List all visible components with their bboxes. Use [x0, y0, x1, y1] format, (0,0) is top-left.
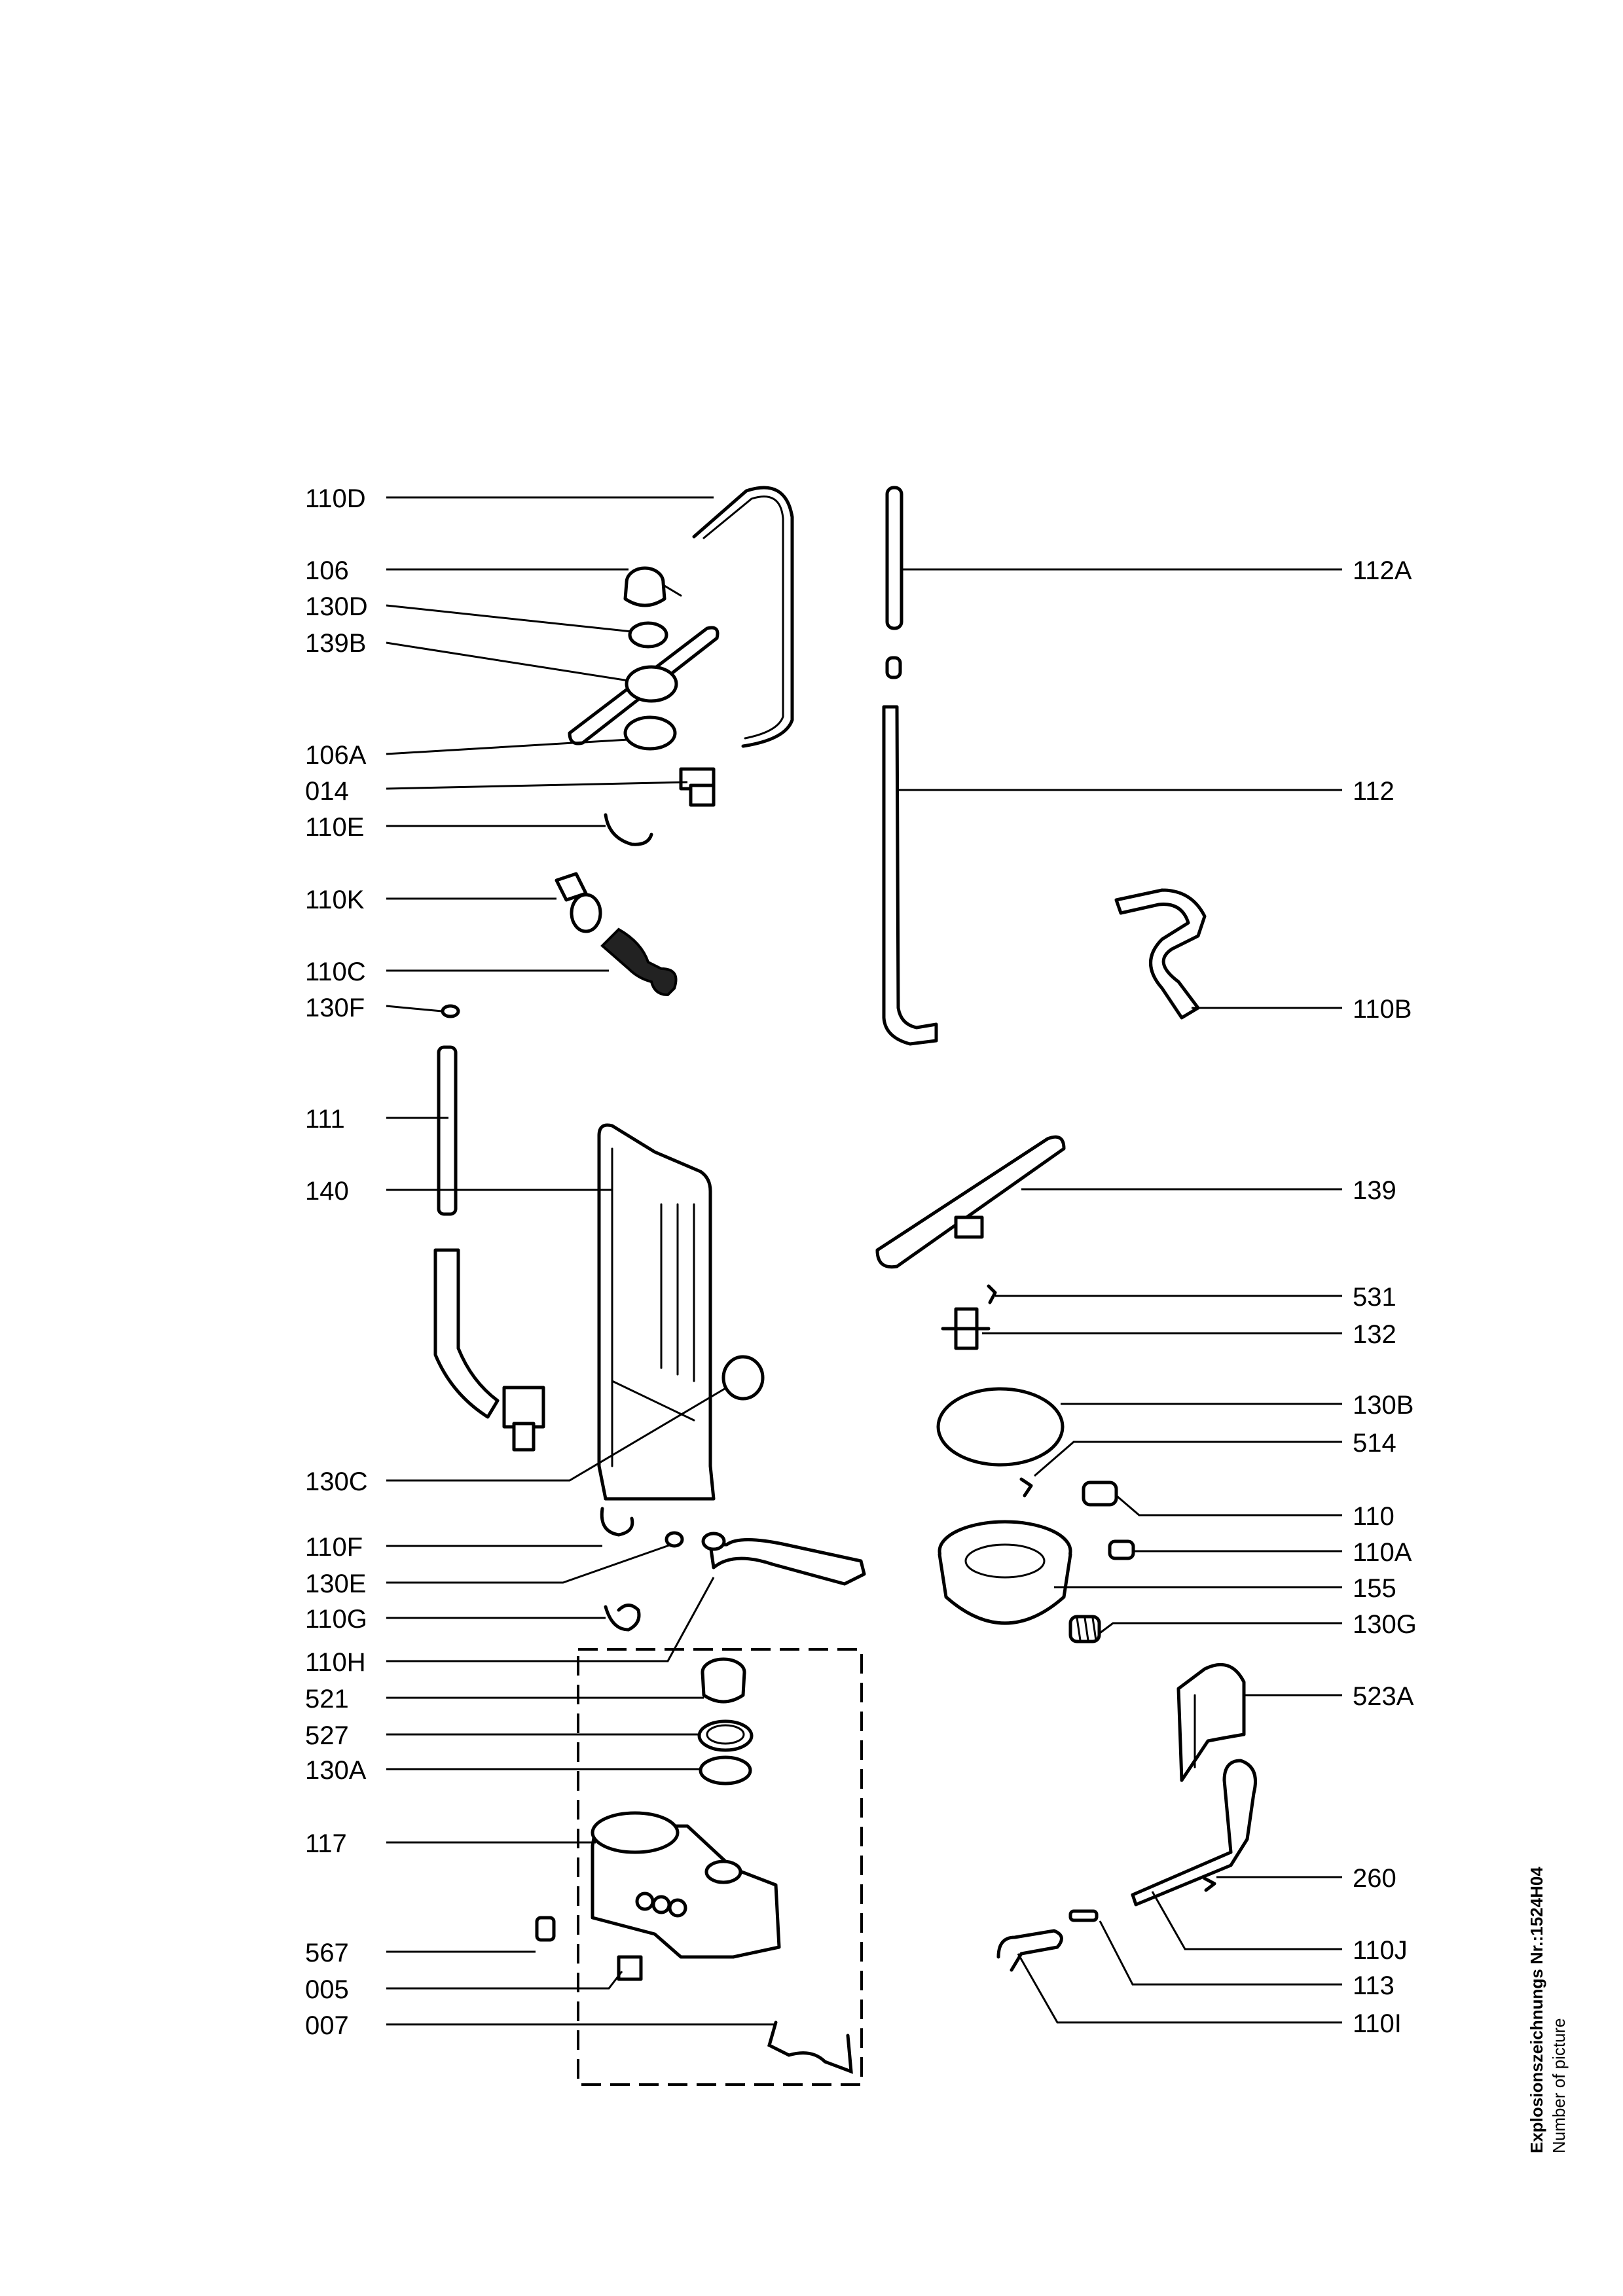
- part-113-pin: [1068, 1909, 1099, 1922]
- part-132-valve: [941, 1307, 991, 1350]
- part-110-fitting: [1082, 1480, 1118, 1507]
- label-110a: 110A: [1353, 1538, 1412, 1567]
- label-531: 531: [1353, 1283, 1396, 1312]
- part-bent-tube: [701, 1532, 866, 1586]
- label-130g: 130G: [1353, 1610, 1417, 1639]
- part-110i-hook: [996, 1929, 1063, 1972]
- label-130f: 130F: [305, 994, 365, 1022]
- part-139-spray-arm: [875, 1135, 1066, 1269]
- label-117: 117: [305, 1829, 347, 1858]
- label-567: 567: [305, 1939, 349, 1967]
- label-155: 155: [1353, 1574, 1396, 1603]
- label-110j: 110J: [1353, 1936, 1408, 1965]
- label-130b: 130B: [1353, 1391, 1413, 1420]
- part-130b-ring: [936, 1387, 1065, 1467]
- label-110b: 110B: [1353, 995, 1412, 1024]
- part-523a-bracket: [1176, 1662, 1246, 1782]
- label-110h: 110H: [305, 1648, 366, 1677]
- label-014: 014: [305, 777, 349, 806]
- part-130a-ring: [699, 1755, 752, 1785]
- label-139b: 139B: [305, 629, 366, 658]
- part-110f-clip: [600, 1507, 634, 1537]
- dashed-subassembly-box: [577, 1648, 863, 2086]
- label-523a: 523A: [1353, 1682, 1414, 1711]
- label-527: 527: [305, 1721, 349, 1750]
- part-110j-rod: [1131, 1759, 1257, 1907]
- label-132: 132: [1353, 1320, 1396, 1349]
- part-110a-fitting: [1108, 1539, 1135, 1560]
- label-260: 260: [1353, 1864, 1396, 1893]
- part-110c-elbow: [600, 927, 678, 997]
- part-112-tube: [882, 705, 938, 1046]
- part-140-panel: [597, 1123, 716, 1501]
- part-111-hose: [433, 1045, 500, 1419]
- label-112: 112: [1353, 777, 1395, 806]
- label-130e: 130E: [305, 1570, 366, 1598]
- part-007-cable: [767, 2020, 853, 2074]
- part-106-cap: [623, 566, 682, 607]
- label-110k: 110K: [305, 886, 365, 914]
- part-130e-small-ring: [665, 1531, 684, 1548]
- part-139b-spray-arm: [568, 626, 720, 745]
- label-005: 005: [305, 1975, 349, 2004]
- part-117-container: [591, 1811, 781, 1959]
- part-567-cylinder: [535, 1916, 556, 1942]
- part-014-clip: [679, 767, 716, 807]
- part-527-ring: [697, 1719, 754, 1752]
- part-130c-ring: [721, 1355, 765, 1401]
- label-140: 140: [305, 1177, 349, 1206]
- part-531-screw: [987, 1284, 997, 1304]
- part-155-sump: [938, 1520, 1072, 1625]
- part-521-nut: [701, 1657, 746, 1704]
- label-521: 521: [305, 1685, 349, 1713]
- part-valve: [502, 1386, 545, 1452]
- part-112a-tube: [885, 486, 903, 630]
- label-514: 514: [1353, 1429, 1396, 1458]
- label-113: 113: [1353, 1971, 1395, 2000]
- part-005-switch: [617, 1955, 643, 1981]
- part-130g-spring: [1068, 1615, 1101, 1643]
- label-106: 106: [305, 556, 349, 585]
- label-110f: 110F: [305, 1533, 363, 1562]
- part-110g-clip: [604, 1604, 641, 1632]
- drawing-number: Explosionszeichnungs Nr.:1524H04: [1527, 1867, 1546, 2153]
- part-110k-knob: [555, 872, 602, 933]
- part-130d-ring: [628, 621, 668, 649]
- label-106a: 106A: [305, 741, 367, 770]
- label-110c: 110C: [305, 958, 366, 986]
- label-110i: 110I: [1353, 2009, 1402, 2038]
- label-110: 110: [1353, 1502, 1395, 1531]
- part-labels: 110D 106 130D 139B 106A 014 110E 110K 11…: [305, 484, 1417, 2040]
- label-110e: 110E: [305, 813, 364, 842]
- drawing-subtitle: Number of picture: [1549, 2018, 1569, 2153]
- label-112a: 112A: [1353, 556, 1412, 585]
- part-514-screw: [1019, 1477, 1033, 1498]
- label-007: 007: [305, 2011, 349, 2040]
- label-111: 111: [305, 1105, 345, 1134]
- part-110e-hook: [604, 813, 653, 846]
- drawing-number-caption: Explosionszeichnungs Nr.:1524H04 Number …: [1525, 1761, 1584, 2153]
- part-130f-small: [441, 1004, 460, 1018]
- label-130c: 130C: [305, 1467, 368, 1496]
- part-110d-tube: [692, 486, 794, 748]
- part-connector: [885, 656, 902, 679]
- part-110b-pipe: [1114, 888, 1207, 1020]
- label-110g: 110G: [305, 1605, 367, 1634]
- label-130a: 130A: [305, 1756, 367, 1785]
- leader-lines: [386, 496, 1342, 2026]
- label-139: 139: [1353, 1176, 1396, 1205]
- part-106a-ring: [623, 715, 677, 751]
- part-260-clip: [1203, 1876, 1216, 1892]
- label-110d: 110D: [305, 484, 366, 513]
- label-130d: 130D: [305, 592, 368, 621]
